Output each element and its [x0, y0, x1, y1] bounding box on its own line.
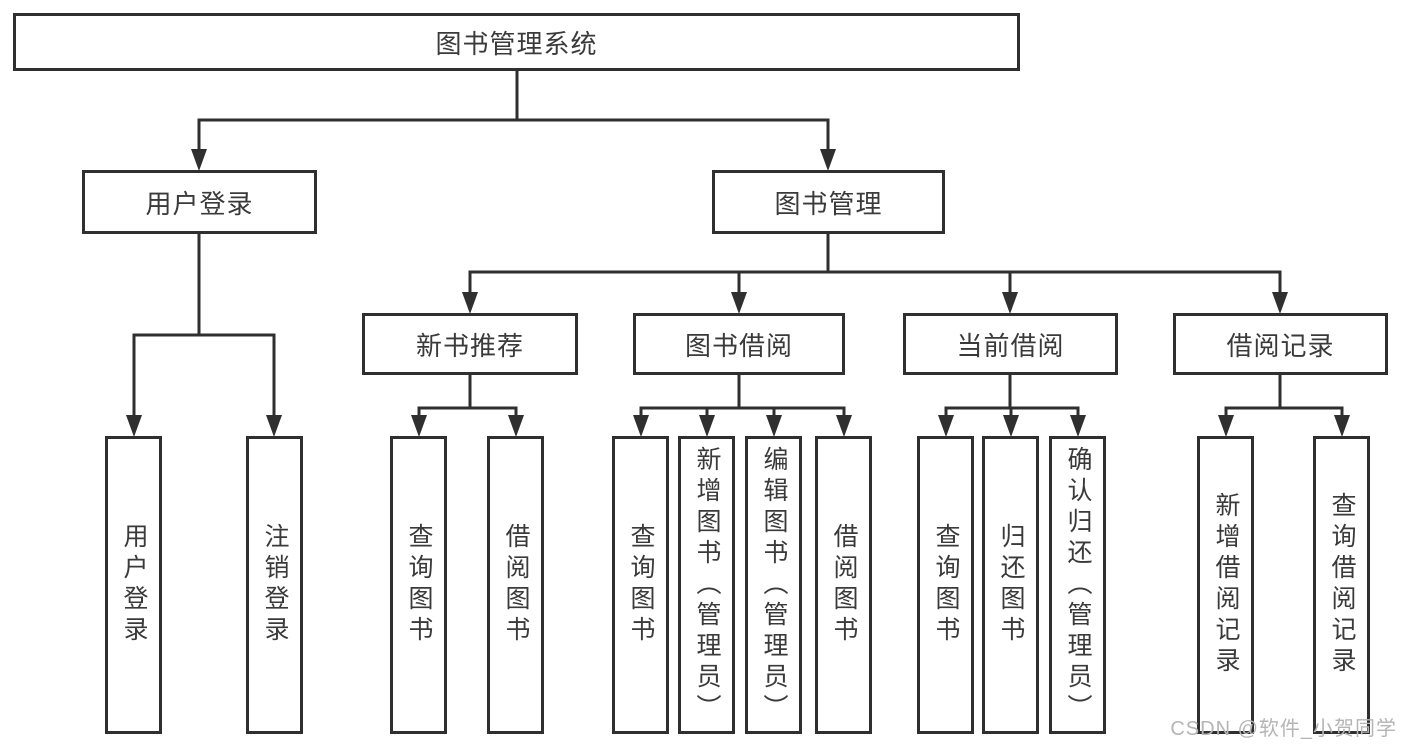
- leaf-query-books-recommend: 查询图书: [390, 436, 447, 734]
- node-book-management: 图书管理: [712, 170, 945, 234]
- connector-userlogin-rail: [132, 333, 276, 419]
- node-borrowing-records: 借阅记录: [1173, 313, 1388, 375]
- node-current-borrowing: 当前借阅: [903, 313, 1118, 375]
- node-book-borrowing: 图书借阅: [633, 313, 845, 375]
- leaf-query-books-borrowing: 查询图书: [612, 436, 669, 734]
- node-new-book-recommendation: 新书推荐: [362, 313, 578, 375]
- connector-level3-rail: [468, 270, 1282, 296]
- node-label: 图书管理系统: [435, 28, 598, 59]
- connector-borrow-rail: [639, 406, 846, 420]
- connector-records-rail: [1224, 406, 1344, 420]
- arrowheads: [126, 149, 1350, 437]
- leaf-query-books-current: 查询图书: [917, 436, 974, 734]
- csdn-watermark: CSDN @软件_小贺同学: [1170, 718, 1397, 740]
- node-label: 图书管理: [774, 188, 883, 219]
- leaf-user-login: 用户登录: [105, 436, 162, 734]
- node-label: 用户登录: [145, 188, 254, 219]
- connector-level2-rail: [197, 118, 830, 152]
- node-user-login: 用户登录: [82, 170, 317, 234]
- leaf-borrow-books-borrowing: 借阅图书: [815, 436, 872, 734]
- leaf-confirm-return-admin: 确认归还（管理员）: [1049, 436, 1106, 734]
- leaf-edit-books-admin: 编辑图书（管理员）: [745, 436, 802, 734]
- leaf-logout-login: 注销登录: [246, 436, 303, 734]
- node-root-library-system: 图书管理系统: [13, 13, 1020, 71]
- leaf-add-borrow-record: 新增借阅记录: [1197, 436, 1254, 734]
- leaf-return-books: 归还图书: [982, 436, 1039, 734]
- node-label: 图书借阅: [684, 330, 793, 361]
- leaf-borrow-books-recommend: 借阅图书: [487, 436, 544, 734]
- leaf-query-borrow-record: 查询借阅记录: [1313, 436, 1370, 734]
- node-label: 借阅记录: [1226, 330, 1335, 361]
- leaf-add-books-admin: 新增图书（管理员）: [678, 436, 735, 734]
- connector-newbook-rail: [417, 406, 518, 420]
- node-label: 新书推荐: [415, 330, 524, 361]
- node-label: 当前借阅: [956, 330, 1065, 361]
